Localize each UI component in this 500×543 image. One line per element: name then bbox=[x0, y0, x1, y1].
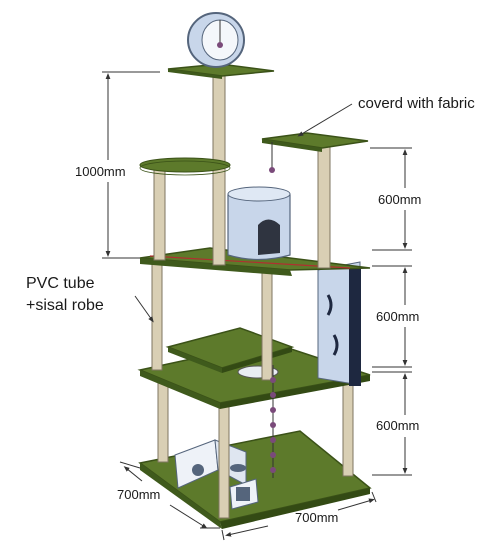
small-cube-box bbox=[229, 478, 259, 510]
dim-label-700-b: 700mm bbox=[295, 510, 338, 525]
dim-height-600-b: 600mm bbox=[372, 265, 419, 368]
side-panel bbox=[317, 261, 361, 386]
small-house-box bbox=[174, 439, 247, 489]
dim-width-700-b: 700mm bbox=[221, 491, 377, 541]
dim-label-700-a: 700mm bbox=[117, 487, 160, 502]
dim-width-700-a: 700mm bbox=[117, 461, 220, 529]
dim-label-1000: 1000mm bbox=[75, 164, 126, 179]
pvc-note: PVC tube +sisal robe bbox=[26, 275, 154, 323]
fabric-note: coverd with fabric bbox=[297, 95, 475, 137]
top-platform bbox=[167, 63, 275, 79]
round-shelf bbox=[139, 157, 231, 176]
dim-height-600-a: 600mm bbox=[370, 147, 421, 251]
pvc-note-line2: +sisal robe bbox=[26, 297, 104, 314]
dim-label-600-b: 600mm bbox=[376, 309, 419, 324]
pvc-note-line1: PVC tube bbox=[26, 275, 95, 292]
hanging-toy-chain bbox=[270, 365, 276, 478]
small-mid-platform bbox=[165, 327, 295, 373]
fabric-note-text: coverd with fabric bbox=[358, 95, 475, 112]
dim-label-600-a: 600mm bbox=[378, 192, 421, 207]
dim-height-600-c: 600mm bbox=[372, 371, 419, 476]
top-tube-toy bbox=[187, 12, 245, 68]
hide-box bbox=[227, 186, 291, 261]
dim-label-600-c: 600mm bbox=[376, 418, 419, 433]
dim-height-1000: 1000mm bbox=[75, 71, 160, 259]
right-top-platform bbox=[261, 132, 369, 173]
